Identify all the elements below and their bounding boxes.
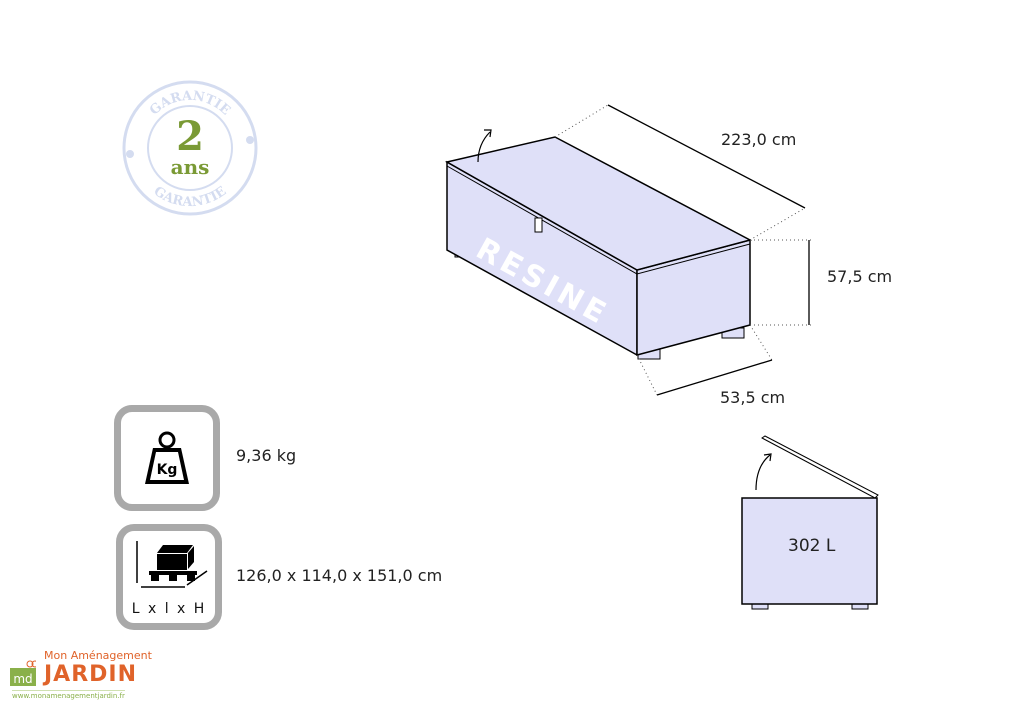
volume-box-lid bbox=[761, 435, 879, 499]
package-icon-caption: L x l x H bbox=[131, 601, 207, 617]
seal-unit: ans bbox=[171, 155, 210, 179]
logo-mark-icon: md bbox=[10, 660, 36, 686]
logo-url: www.monamenagementjardin.fr bbox=[12, 690, 125, 700]
weight-icon-text: Kg bbox=[157, 462, 178, 478]
lock-icon bbox=[534, 217, 543, 233]
length-label: 223,0 cm bbox=[721, 130, 797, 149]
package-icon-box: L x l x H bbox=[116, 524, 222, 630]
logo-main-text: JARDIN bbox=[44, 662, 138, 687]
height-label: 57,5 cm bbox=[827, 267, 893, 286]
svg-text:md: md bbox=[13, 672, 32, 686]
warranty-seal: GARANTIE GARANTIE 2 ans bbox=[122, 80, 258, 216]
open-arrow-icon bbox=[477, 131, 491, 163]
package-dimensions: 126,0 x 114,0 x 151,0 cm bbox=[236, 566, 443, 585]
weight-value: 9,36 kg bbox=[236, 446, 297, 465]
length-dimension-line bbox=[607, 104, 806, 209]
depth-label: 53,5 cm bbox=[720, 388, 786, 407]
volume-box bbox=[741, 497, 878, 605]
depth-dimension-line bbox=[656, 359, 773, 396]
seal-number: 2 bbox=[176, 113, 204, 160]
logo-top-text: Mon Aménagement bbox=[44, 649, 152, 662]
volume-label: 302 L bbox=[788, 536, 836, 556]
open-arrow-icon bbox=[755, 454, 771, 491]
pallet-package-icon bbox=[136, 541, 208, 588]
weight-icon-box: Kg bbox=[114, 405, 220, 511]
weight-kg-icon: Kg bbox=[145, 431, 189, 484]
brand-logo: md Mon Aménagement JARDIN www.monamenage… bbox=[10, 650, 152, 702]
